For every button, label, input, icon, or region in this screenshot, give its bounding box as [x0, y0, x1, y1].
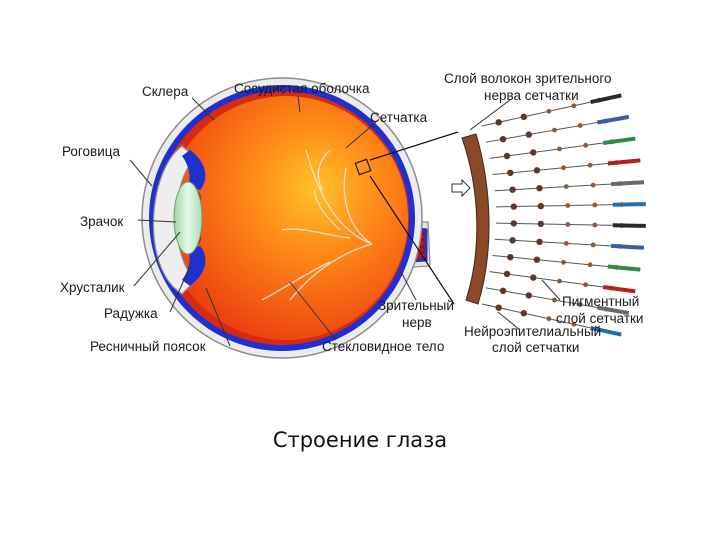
zoom-marker — [354, 158, 372, 176]
label-pupil: Зрачок — [80, 214, 123, 229]
iris-upper — [182, 150, 206, 190]
label-cornea: Роговица — [62, 144, 120, 159]
label-neuroepithelial-1: Нейроэпителиальный — [464, 324, 601, 339]
retina-cell-column — [492, 254, 641, 272]
retina-cell-column — [495, 220, 646, 228]
retinal-vessels — [261, 149, 373, 301]
retina-cell-column — [494, 237, 645, 250]
leader-lines — [129, 95, 561, 347]
zoom-line-bottom — [369, 175, 455, 305]
retina-closeup — [451, 93, 646, 337]
label-sclera: Склера — [142, 84, 189, 99]
zoom-line-top — [369, 131, 459, 161]
label-pigment-1: Пигментный — [562, 294, 639, 309]
label-vitreous-body: Стекловидное тело — [322, 339, 444, 354]
retina-cell-column — [481, 303, 622, 337]
label-iris: Радужка — [104, 306, 158, 321]
label-optic-nerve-2: нерв — [402, 315, 432, 330]
label-ciliary-zonule: Ресничный поясок — [90, 339, 206, 354]
vitreous-body — [164, 96, 408, 340]
retina-cell-column — [494, 180, 645, 193]
lens — [173, 181, 203, 255]
iris-lower — [182, 246, 206, 286]
retina-cell-column — [492, 158, 641, 176]
label-nerve-fiber-1: Слой волокон зрительного — [444, 71, 611, 86]
diagram-caption: Строение глаза — [272, 428, 448, 452]
label-lens: Хрусталик — [60, 280, 125, 295]
retina-cell-column — [485, 114, 630, 143]
retina-cell-column — [489, 136, 636, 160]
label-neuroepithelial-2: слой сетчатки — [492, 340, 579, 355]
label-choroid: Сосудистая оболочка — [234, 81, 370, 96]
retina-cell-column — [481, 93, 622, 127]
retina-cell-column — [495, 202, 646, 210]
label-pigment-2: слой сетчатки — [556, 311, 643, 326]
retina-cell-column — [485, 287, 630, 316]
label-nerve-fiber-2: нерва сетчатки — [484, 88, 579, 103]
label-retina: Сетчатка — [370, 110, 428, 125]
retina-cell-column — [489, 270, 636, 294]
light-direction-arrow-icon — [451, 178, 471, 198]
label-optic-nerve-1: Зрительный — [378, 298, 454, 313]
